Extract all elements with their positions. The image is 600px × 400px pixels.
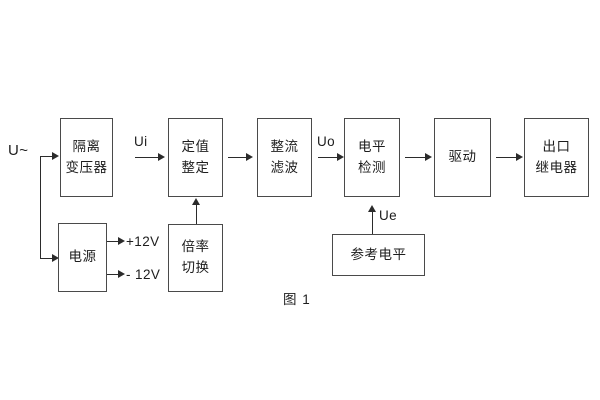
level-to-drive-line [405,157,426,158]
setting-to-rectifier-line [228,157,247,158]
ui-arrow-head [158,153,165,161]
block-line: 切换 [181,260,210,275]
ui-arrow-line [135,157,159,158]
block-line: 滤波 [270,159,299,175]
block-drive[interactable]: 驱动 [434,118,491,197]
block-rectifier-filter[interactable]: 整流 滤波 [257,118,312,197]
rail-positive-arrow [118,237,125,245]
drive-to-relay-line [496,157,517,158]
uo-arrow-line [318,157,338,158]
block-line: 整流 [270,138,299,154]
block-line: 变压器 [65,159,108,175]
block-line: 隔离 [72,138,101,154]
block-line: 电平 [358,138,386,154]
reference-to-level-line [372,211,373,234]
rail-negative-arrow [118,270,125,278]
rail-negative-label: - 12V [126,267,161,282]
input-to-power-arrow [52,254,59,262]
rail-negative-line [107,274,119,275]
block-line: 检测 [358,159,386,175]
input-to-transformer-arrow [52,152,59,160]
block-setting-value[interactable]: 定值 整定 [168,118,223,197]
block-output-relay[interactable]: 出口 继电器 [524,118,589,197]
block-isolation-transformer[interactable]: 隔离 变压器 [60,118,113,197]
rail-positive-line [107,241,119,242]
block-level-detection[interactable]: 电平 检测 [344,118,400,197]
setting-to-rectifier-arrow [246,153,253,161]
block-line: 参考电平 [350,246,407,262]
input-to-transformer-line [40,156,53,157]
input-to-power-line [40,258,53,259]
drive-to-relay-arrow [516,153,523,161]
signal-label-uo: Uo [317,134,336,149]
block-line: 定值 [181,138,210,154]
signal-label-ue: Ue [379,208,398,223]
figure-caption: 图 1 [283,292,311,307]
level-to-drive-arrow [425,153,432,161]
reference-to-level-arrow [368,205,376,212]
block-line: 继电器 [535,159,578,175]
signal-label-ui: Ui [134,134,148,149]
block-reference-level[interactable]: 参考电平 [332,234,425,276]
block-line: 倍率 [181,239,210,255]
input-source-label: U~ [8,142,29,159]
uo-arrow-head [337,153,344,161]
block-line: 驱动 [448,149,477,165]
block-line: 整定 [181,159,210,175]
multiplier-to-setting-arrow [192,198,200,205]
multiplier-to-setting-line [196,205,197,224]
input-branch-vertical-line [40,156,41,259]
block-line: 出口 [542,138,571,154]
block-multiplier-switch[interactable]: 倍率 切换 [168,224,223,292]
block-power-supply[interactable]: 电源 [58,223,107,292]
rail-positive-label: +12V [126,234,160,249]
block-line: 电源 [68,249,97,265]
